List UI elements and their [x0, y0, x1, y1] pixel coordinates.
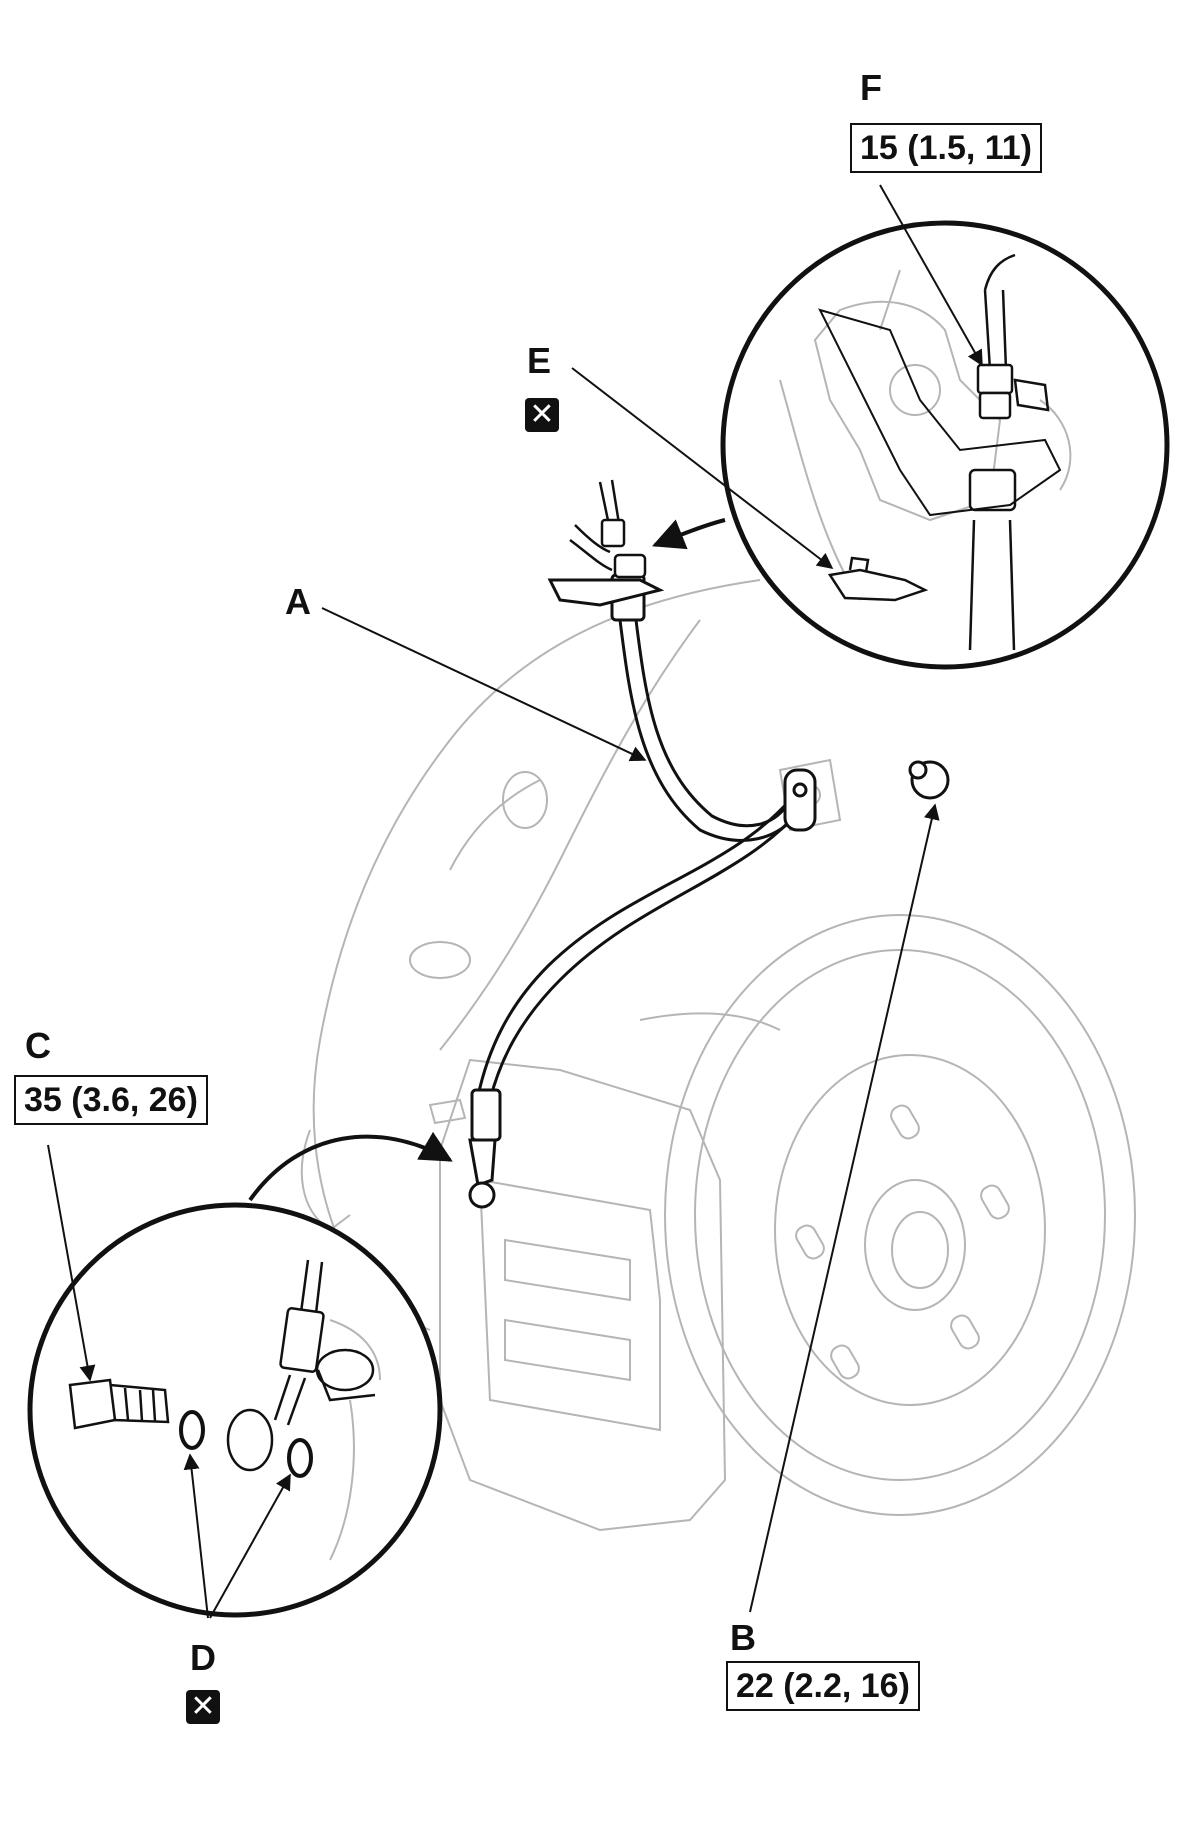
hub-center [891, 1211, 949, 1289]
banjo-bolt-c [68, 1378, 117, 1430]
wheel-stud [890, 1104, 920, 1140]
rotor-outer [664, 914, 1136, 1516]
leader-e [571, 367, 834, 569]
wheel-stud [950, 1314, 980, 1350]
inset-lower-circle [27, 1202, 443, 1618]
sealing-washer-d1 [179, 1410, 205, 1450]
caliper-face [478, 1178, 661, 1432]
knuckle-inner [439, 619, 701, 1051]
label-c: C [25, 1025, 51, 1066]
rotor-inner [694, 949, 1106, 1481]
brake-hose-a [468, 573, 950, 1209]
clip-e [827, 568, 929, 602]
inset-lower [27, 1202, 443, 1618]
torque-spec-f: 15 (1.5, 11) [850, 123, 1043, 173]
wheel-stud [795, 1224, 825, 1260]
torque-spec-b: 22 (2.2, 16) [726, 1661, 920, 1711]
caliper-bracket [639, 1012, 781, 1031]
caliper-slot [504, 1318, 631, 1382]
torque-spec-c: 35 (3.6, 26) [14, 1075, 208, 1125]
label-d: D [190, 1637, 216, 1678]
label-e: E [527, 340, 552, 381]
label-a: A [285, 581, 311, 622]
wheel-stud [830, 1344, 860, 1380]
brake-line-upper [569, 479, 647, 579]
knuckle-arm [449, 779, 541, 871]
x-box-icon: ✕ [186, 1690, 220, 1724]
knuckle-tab [300, 1129, 351, 1232]
inset-upper-circle [720, 220, 1170, 670]
x-box-icon: ✕ [525, 398, 559, 432]
leader-lines [47, 184, 983, 1619]
caliper-slot [504, 1238, 631, 1302]
inset-arrow-upper [652, 518, 726, 550]
wheel-stud [980, 1184, 1010, 1220]
inset-upper [720, 220, 1170, 670]
sealing-washer-d2 [287, 1438, 313, 1478]
hub [864, 1179, 966, 1311]
leader-c [47, 1144, 96, 1382]
label-f: F [860, 67, 882, 108]
caliper-body [439, 1058, 727, 1532]
rotor-hat [774, 1054, 1046, 1406]
bleeder-nipple [428, 1098, 467, 1125]
leader-d1 [183, 1453, 209, 1619]
assembly-drawing [300, 579, 1136, 1532]
knuckle-outline [312, 579, 761, 1331]
knuckle-boss-2 [409, 941, 471, 979]
leader-f [879, 184, 983, 367]
knuckle-boss-1 [502, 771, 548, 829]
leader-a [321, 607, 647, 762]
leader-b [749, 803, 940, 1613]
inset-arrow-lower [248, 1131, 453, 1202]
leader-d2 [209, 1473, 291, 1619]
label-b: B [730, 1617, 756, 1658]
